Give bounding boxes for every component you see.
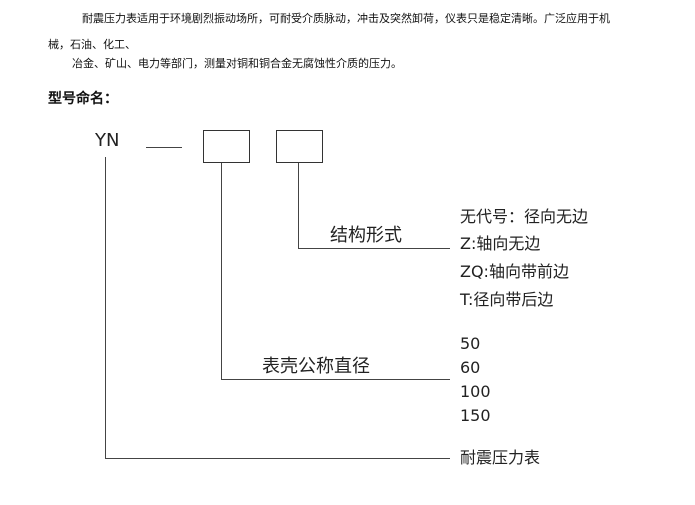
intro-line-2: 械，石油、化工、: [48, 38, 136, 51]
diameter-option: 60: [460, 358, 481, 377]
diameter-option: 150: [460, 406, 491, 425]
diameter-connector-horizontal: [221, 379, 450, 380]
product-connector-horizontal: [105, 458, 450, 459]
structure-connector-horizontal: [298, 248, 450, 249]
diameter-connector-vertical: [221, 163, 222, 380]
structure-form-label: 结构形式: [330, 225, 402, 246]
structure-option: 无代号：径向无边: [460, 207, 589, 226]
diameter-option: 50: [460, 334, 481, 353]
model-prefix: YN: [95, 130, 120, 151]
intro-line-1: 耐震压力表适用于环境剧烈振动场所，可耐受介质脉动，冲击及突然卸荷，仪表只是稳定清…: [82, 12, 610, 25]
structure-code-box: [276, 130, 323, 163]
product-connector-vertical: [105, 157, 106, 459]
structure-option: T:径向带后边: [460, 290, 554, 309]
structure-connector-vertical: [298, 163, 299, 249]
section-heading: 型号命名：: [48, 91, 118, 107]
prefix-dash: [146, 147, 182, 148]
diameter-code-box: [203, 130, 250, 163]
product-name-label: 耐震压力表: [460, 448, 541, 467]
structure-option: Z:轴向无边: [460, 234, 541, 253]
structure-option: ZQ:轴向带前边: [460, 262, 569, 281]
intro-line-3: 冶金、矿山、电力等部门，测量对铜和铜合金无腐蚀性介质的压力。: [72, 57, 402, 70]
diameter-option: 100: [460, 382, 491, 401]
diameter-label: 表壳公称直径: [262, 356, 370, 377]
